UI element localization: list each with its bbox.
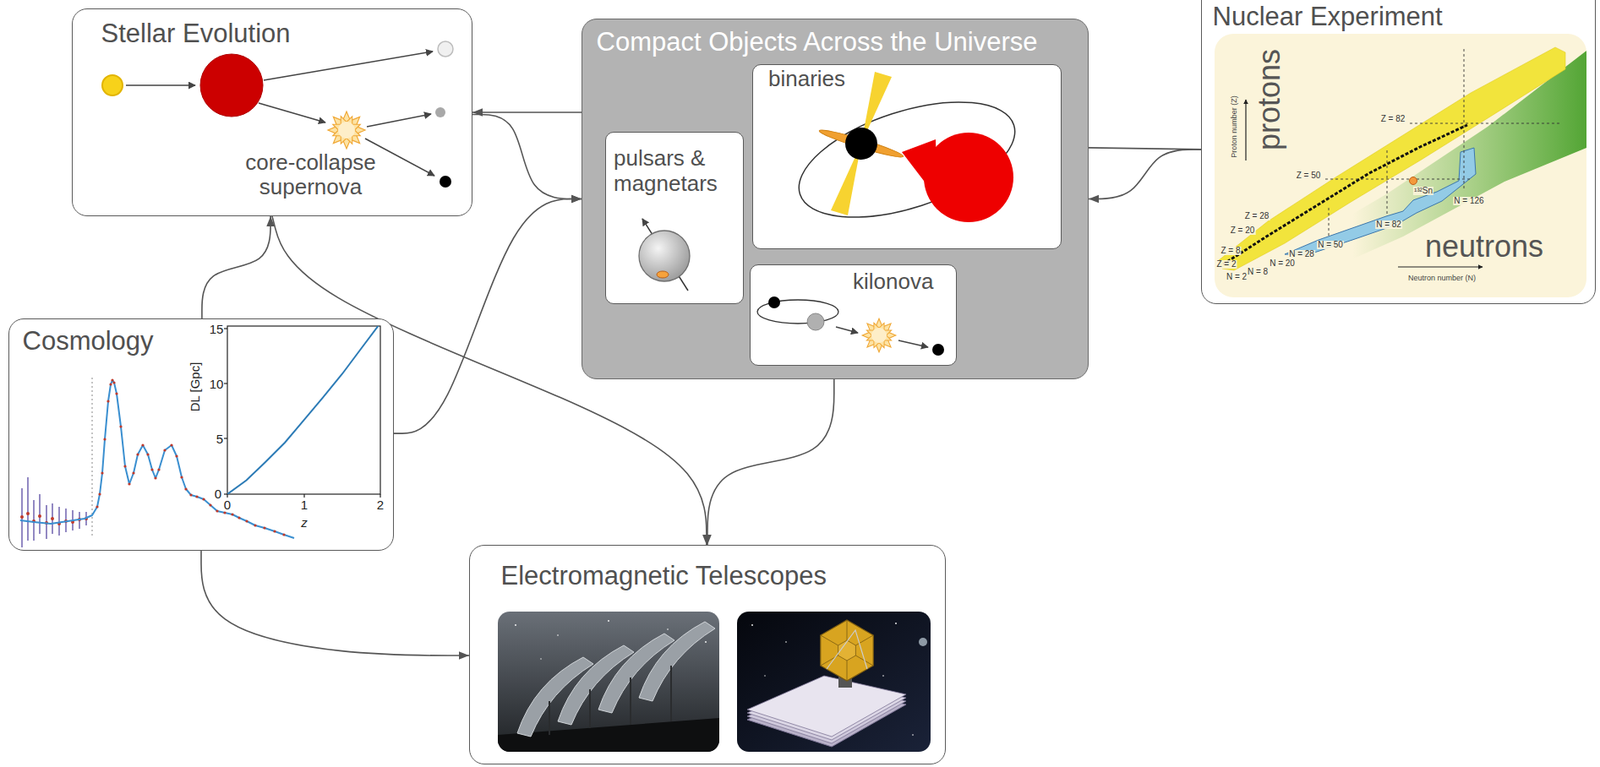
magic-line: [1463, 49, 1464, 192]
black-hole-symbol: [768, 296, 781, 309]
panel-title: binaries: [768, 66, 846, 93]
magic-line: [1409, 122, 1562, 124]
spin-axis: [642, 218, 689, 291]
axis-ticks: [223, 328, 381, 498]
panel-title: Electromagnetic Telescopes: [501, 561, 827, 592]
companion-star: [923, 132, 1014, 223]
panel-title: Compact Objects Across the Universe: [596, 27, 1038, 58]
orbit: [785, 79, 1029, 241]
unknown-nuclei-region: [1267, 50, 1587, 271]
axis-arrow: [1397, 266, 1483, 268]
jet: [830, 143, 862, 216]
tin-marker: [1408, 176, 1417, 185]
radio-telescope-photo: [497, 611, 720, 753]
neutron-star-symbol: [807, 313, 825, 331]
panel-title: kilonova: [852, 269, 934, 295]
star-symbol: [102, 75, 123, 96]
panel-title: Cosmology: [22, 326, 154, 357]
group-panel: Compact Objects Across the Universe puls…: [581, 18, 1089, 380]
chart-panel: [1214, 33, 1587, 298]
category-box: kilonova: [749, 264, 957, 366]
black-hole-symbol: [932, 344, 945, 356]
category-box: binaries: [752, 64, 1062, 250]
stage-panel: Stellar Evolution core-collapse supernova: [71, 8, 473, 217]
known-nuclei-band: [1218, 47, 1566, 271]
supernova-symbol: [327, 110, 366, 150]
magic-line: [1386, 150, 1388, 217]
connector-arrow: [472, 111, 582, 114]
orbit: [757, 300, 839, 324]
data-points: [92, 380, 295, 539]
hot-spot: [656, 271, 669, 279]
accretion-disk: [818, 126, 905, 161]
plot-frame: [227, 326, 381, 495]
space-telescope-photo: [737, 611, 931, 753]
connector-arrow: [201, 551, 470, 656]
magic-line: [1327, 207, 1329, 239]
distance-curve: [227, 326, 381, 495]
connector-arrow: [202, 216, 271, 319]
power-spectrum: [20, 380, 295, 539]
mass-stream: [901, 139, 938, 199]
black-hole-symbol: [845, 127, 878, 160]
white-dwarf-symbol: [437, 41, 454, 57]
arrow-line: [366, 114, 432, 127]
magic-line: [1325, 178, 1473, 180]
r-process-path: [1284, 147, 1476, 256]
panel-title: Nuclear Experiment: [1212, 1, 1443, 33]
arrow-line: [258, 103, 326, 123]
data-points: [20, 512, 88, 526]
arrow-line: [898, 340, 929, 348]
connector-arrow: [707, 379, 835, 546]
neutron-star-symbol: [435, 107, 446, 118]
black-hole-symbol: [439, 175, 452, 188]
panel-title: pulsars & magnetars: [613, 146, 732, 197]
stage-panel: Cosmology: [8, 318, 394, 552]
jet: [861, 71, 892, 144]
stage-panel: Electromagnetic Telescopes: [469, 545, 946, 765]
arrow-line: [125, 84, 196, 87]
stage-panel: Nuclear Experiment: [1201, 0, 1596, 305]
connector-arrow: [472, 114, 582, 199]
panel-title: Stellar Evolution: [101, 18, 291, 50]
kilonova-symbol: [861, 317, 896, 353]
connector-arrow: [1088, 149, 1202, 200]
arrow-line: [263, 51, 433, 81]
axis-arrow: [1245, 99, 1246, 161]
nuclide-chart: [1201, 0, 1596, 305]
arrow-line: [835, 327, 858, 334]
error-bars: [21, 477, 87, 548]
divider-line: [91, 377, 93, 536]
category-box: pulsars & magnetars: [605, 131, 745, 305]
stage-label: core-collapse supernova: [239, 150, 383, 202]
giant-symbol: [200, 54, 263, 117]
connector-arrow: [393, 199, 582, 435]
neutron-star-symbol: [638, 230, 690, 282]
stable-nuclei: [1223, 125, 1468, 265]
